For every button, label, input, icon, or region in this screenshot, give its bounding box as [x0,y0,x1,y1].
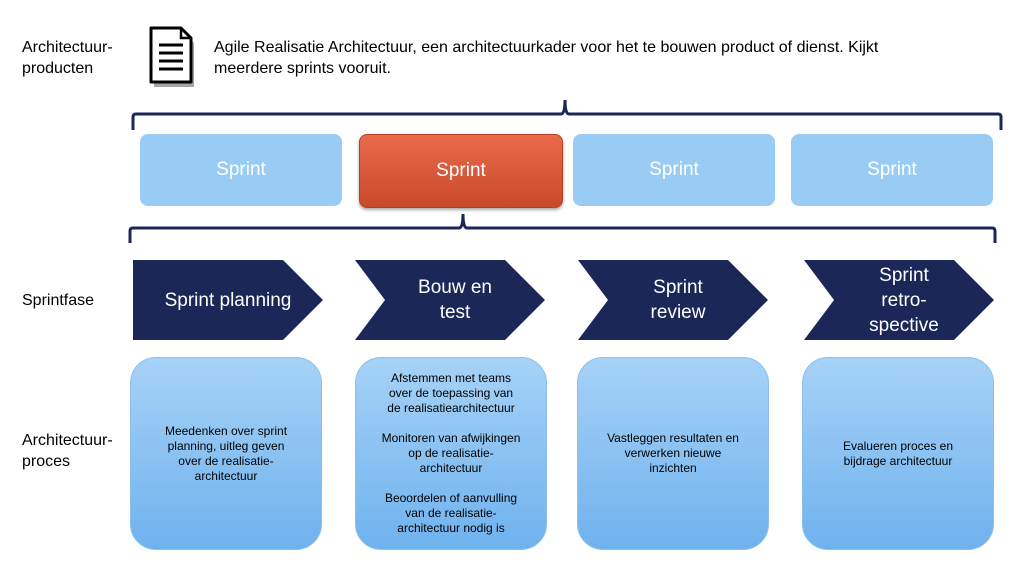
phase-line: test [439,302,471,323]
activity-line: architectuur nodig is [397,521,505,535]
activity-line: planning, uitleg geven [167,438,285,453]
phase-line: retro- [881,289,927,311]
phase-label: Bouw en test [355,260,545,340]
activity-line: Monitoren van afwijkingen [381,431,521,445]
top-brace [131,99,1003,130]
activity-line: Afstemmen met teams [390,371,512,385]
phase-label: Sprint retro- spective [804,260,994,340]
activity-line: Evalueren proces en [842,438,954,453]
document-icon [149,26,194,87]
label-line: producten [22,60,94,77]
activity-line: inzichten [649,461,697,475]
label-line: Architectuur- [22,39,113,56]
phase-line: spective [869,314,939,336]
chevron-shape [133,260,323,340]
label-architectuur-proces: Architectuur- proces [22,430,113,472]
phase-line: Sprint planning [164,289,292,311]
phase-line: Sprint [879,264,929,286]
activity-line: over de realisatie- [178,453,274,468]
activity-line: over de toepassing van [388,386,514,400]
phase-label: Sprint review [578,260,768,340]
activity-line: de realisatiearchitectuur [387,401,515,415]
phase-line: review [650,302,706,323]
label-architectuur-producten: Architectuur- producten [22,37,113,79]
label-sprintfase: Sprintfase [22,292,95,309]
phase-line: Bouw en [418,277,492,298]
activity-line: op de realisatie- [408,446,494,460]
activity-box-bouw: Afstemmen met teams over de toepassing v… [355,357,547,550]
activity-paragraph: Evalueren proces en bijdrage architectuu… [843,439,953,469]
activity-box-retrospective: Evalueren proces en bijdrage architectuu… [802,357,994,550]
activity-line: verwerken nieuwe [624,446,722,460]
sprint-box-3: Sprint [573,134,775,206]
activity-paragraph: Monitoren van afwijkingen op de realisat… [382,431,521,476]
activity-line: van de realisatie- [405,506,497,520]
intro-line: Agile Realisatie Architectuur, een archi… [214,39,879,56]
label-line: Architectuur- [22,432,113,449]
sprint-box-active: Sprint [359,134,563,208]
phase-sprint-review: Sprint review [578,260,768,340]
chevron-shape [578,260,768,340]
phase-label: Sprint planning [133,260,323,340]
activity-box-review: Vastleggen resultaten en verwerken nieuw… [577,357,769,550]
intro-text: Agile Realisatie Architectuur, een archi… [214,37,994,79]
sprint-box-4: Sprint [791,134,993,206]
activity-line: Beoordelen of aanvulling [384,491,518,505]
sprint-box-1: Sprint [140,134,342,206]
phase-bouw-en-test: Bouw en test [355,260,545,340]
activity-paragraph: Afstemmen met teams over de toepassing v… [387,371,514,416]
label-line: proces [22,453,71,470]
activity-box-planning: Meedenken over sprint planning, uitleg g… [130,357,322,550]
activity-paragraph: Vastleggen resultaten en verwerken nieuw… [607,431,739,476]
activity-line: architectuur [194,468,258,483]
activity-line: bijdrage architectuur [843,453,953,468]
phase-sprint-planning: Sprint planning [133,260,323,340]
chevron-shape [355,260,545,340]
phase-line: Sprint [653,277,703,298]
activity-line: architectuur [419,461,483,475]
activity-paragraph: Meedenken over sprint planning, uitleg g… [165,424,287,484]
activity-paragraph: Beoordelen of aanvulling van de realisat… [385,491,517,536]
bottom-brace [128,213,997,243]
chevron-shape [804,260,994,340]
activity-line: Vastleggen resultaten en [607,431,739,445]
activity-line: Meedenken over sprint [164,423,288,438]
intro-line: meerdere sprints vooruit. [214,60,391,77]
phase-sprint-retrospective: Sprint retro- spective [804,260,994,340]
